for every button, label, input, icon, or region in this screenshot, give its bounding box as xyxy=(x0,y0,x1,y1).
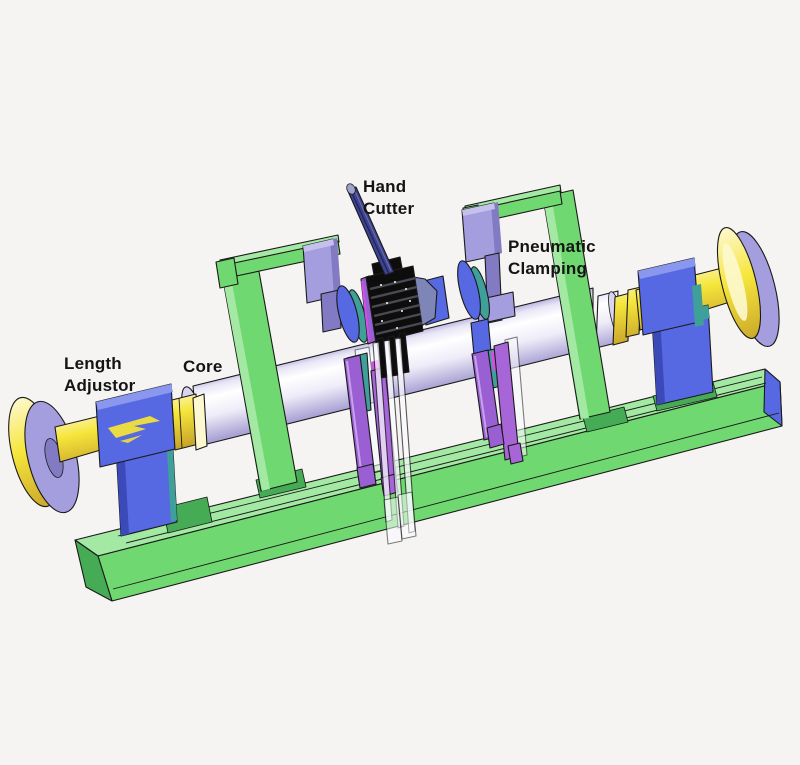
label-line: Adjustor xyxy=(64,376,136,395)
right-bearing-edge xyxy=(692,284,704,327)
right-handwheel-highlight xyxy=(722,243,748,321)
right-arm-tip xyxy=(486,423,505,449)
shaft-reflection xyxy=(120,435,142,443)
length-adjustor-assembly xyxy=(8,383,208,537)
pneumatic-clamp-right xyxy=(457,202,516,325)
lever-ridge xyxy=(350,190,390,275)
collar-ring xyxy=(178,397,183,449)
left-arm-tip xyxy=(356,463,377,489)
right-clamp-arms xyxy=(470,318,528,465)
hand-cutter-assembly xyxy=(346,183,450,545)
lever-ridge xyxy=(353,188,392,272)
label-line: Clamping xyxy=(508,259,588,278)
left-corner xyxy=(215,257,239,289)
label-line: Pneumatic xyxy=(508,237,596,256)
base-rail xyxy=(74,368,783,602)
label-line: Cutter xyxy=(363,199,415,218)
pneumatic-clamp-left xyxy=(302,238,368,343)
base-left-end xyxy=(74,539,113,602)
label-hand-cutter: Hand Cutter xyxy=(363,176,414,220)
shaft-reflection xyxy=(108,416,160,438)
label-pneumatic-clamping: Pneumatic Clamping xyxy=(508,236,596,280)
label-core: Core xyxy=(183,356,223,378)
rail-foot xyxy=(582,406,629,433)
left-clamp-disc xyxy=(336,285,360,343)
left-cone xyxy=(192,393,208,451)
cutter-head-slats xyxy=(369,276,423,336)
right-clamp-block-shade xyxy=(491,202,502,255)
base-right-end-cap xyxy=(763,368,783,427)
left-clamp-rod xyxy=(320,289,342,333)
magenta-edge xyxy=(361,280,370,343)
arm-highlight xyxy=(346,360,363,479)
label-line: Core xyxy=(183,357,223,376)
right-pedestal-shade xyxy=(652,316,665,405)
lever-tip-cap xyxy=(346,183,356,195)
cutter-head-specks xyxy=(380,281,411,329)
right-arm-tip xyxy=(507,442,524,465)
label-line: Hand xyxy=(363,177,407,196)
right-support-frame xyxy=(462,184,611,420)
rod-foot xyxy=(383,496,403,545)
right-bearing-top xyxy=(638,258,696,279)
left-support-frame xyxy=(215,234,341,492)
arm-highlight xyxy=(474,355,488,438)
label-line: Length xyxy=(64,354,122,373)
left-post-light xyxy=(222,272,270,491)
label-length-adjustor: Length Adjustor xyxy=(64,353,135,397)
right-clamp-disc xyxy=(457,260,481,320)
base-chamfer-line xyxy=(112,412,780,590)
left-pedestal-edge xyxy=(166,432,177,522)
left-bearing-top xyxy=(96,384,173,410)
right-drive-assembly xyxy=(595,226,780,406)
left-clamp-block-shade xyxy=(330,238,341,296)
right-clamp-block-top xyxy=(462,203,495,216)
right-post-light xyxy=(543,195,589,419)
left-clamp-block-top xyxy=(303,239,334,252)
rod-foot xyxy=(397,491,417,540)
left-pedestal-shade xyxy=(116,444,129,536)
